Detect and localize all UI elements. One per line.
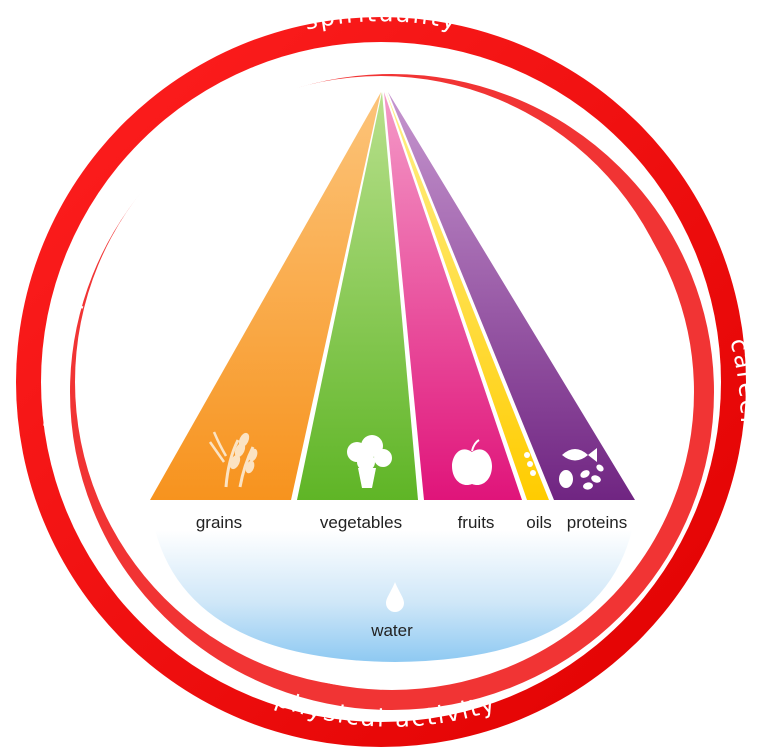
oil-drops-icon [524,452,536,476]
broccoli-icon [347,435,392,488]
label-grains: grains [196,513,242,532]
band-vegetables [297,92,418,500]
wheat-icon [208,431,258,488]
label-oils: oils [526,513,552,532]
label-vegetables: vegetables [320,513,402,532]
band-fruits [384,92,522,500]
label-fruits: fruits [458,513,495,532]
food-pyramid [150,92,635,500]
apple-icon [452,439,492,486]
band-grains [150,92,381,500]
fish-egg-beans-icon [559,448,604,490]
food-labels: grains vegetables fruits oils proteins [196,513,627,532]
band-proteins [388,92,635,500]
water-label: water [370,621,413,640]
label-proteins: proteins [567,513,627,532]
water-drop-icon [386,582,404,612]
band-oils [386,92,549,500]
water-section: water [155,530,632,662]
